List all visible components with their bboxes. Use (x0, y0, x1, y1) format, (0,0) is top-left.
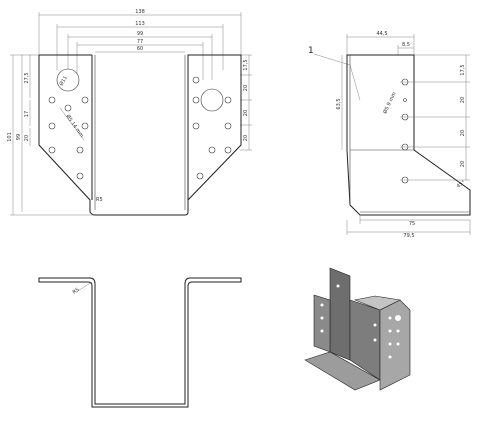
top-radius-label: R5 (72, 287, 81, 296)
isometric-view (304, 267, 411, 391)
dim-17: 17 (24, 111, 30, 117)
side-dim-63-5: 63,5 (336, 98, 342, 109)
side-dim-79-5: 79,5 (403, 233, 414, 239)
dim-20-r1: 20 (243, 85, 249, 91)
side-dim-17-5: 17,5 (460, 64, 466, 75)
dim-20-r2: 20 (243, 110, 249, 116)
side-dim-20-b: 20 (460, 130, 466, 136)
dim-27-5: 27,5 (24, 72, 30, 83)
front-left-holes (48, 68, 89, 180)
side-view: 1 44,5 8,5 17,5 20 20 (308, 31, 471, 239)
top-outline (38, 277, 242, 408)
dim-17-5: 17,5 (243, 59, 249, 70)
front-hole-label-11: Ø11 (58, 75, 69, 87)
side-dim-20-a: 20 (460, 97, 466, 103)
dim-77: 77 (137, 39, 143, 45)
dim-20-left: 20 (24, 135, 30, 141)
side-hole-label: Ø5 9 mm (381, 91, 397, 115)
side-dim-75: 75 (409, 221, 415, 227)
dim-138: 138 (135, 9, 145, 15)
side-outline (346, 54, 471, 216)
dim-99-left: 99 (16, 134, 22, 140)
callout-1: 1 (308, 46, 314, 56)
side-angle-label: 45° (456, 179, 467, 189)
front-right-dimensions: 17,5 20 20 20 (240, 54, 252, 151)
dim-60: 60 (137, 46, 143, 52)
front-top-dimensions: 138 113 99 77 60 (38, 9, 242, 80)
front-right-holes (192, 76, 232, 180)
front-outline (38, 54, 242, 216)
dim-101: 101 (7, 132, 13, 142)
front-radius-label: R5 (96, 197, 103, 203)
side-dim-8-5: 8,5 (402, 42, 410, 48)
front-view: 138 113 99 77 60 101 99 27,5 (7, 9, 252, 216)
top-view: R5 (38, 277, 242, 408)
dim-99: 99 (137, 31, 143, 37)
dim-113: 113 (135, 21, 145, 27)
side-dim-44-5: 44,5 (376, 31, 387, 37)
front-left-dimensions: 101 99 27,5 17 20 (7, 54, 95, 216)
iso-holes (320, 284, 401, 359)
side-dim-20-c: 20 (460, 161, 466, 167)
side-holes (401, 78, 409, 184)
dim-20-r3: 20 (243, 135, 249, 141)
